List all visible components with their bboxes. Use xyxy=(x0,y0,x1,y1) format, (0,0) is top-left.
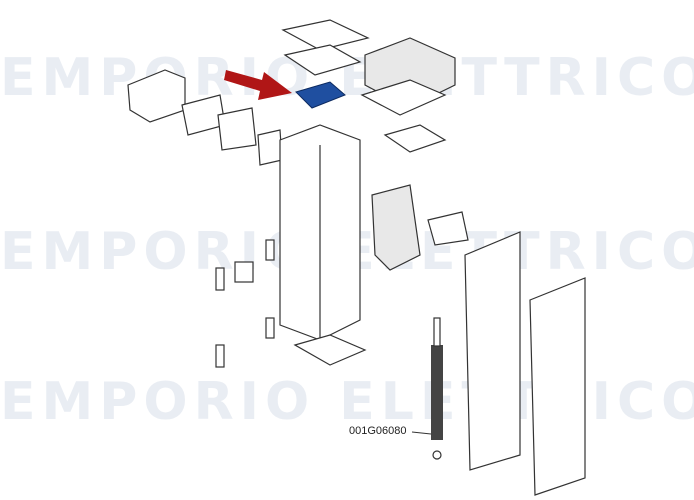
control-box-lid xyxy=(281,19,370,51)
base-plate-part xyxy=(293,334,367,366)
frame-part xyxy=(383,124,447,153)
connector-part xyxy=(265,239,275,261)
bracket-part xyxy=(257,129,283,166)
spring-eye-part xyxy=(432,450,442,460)
switch-part xyxy=(234,261,254,283)
control-box-base xyxy=(283,44,362,76)
side-panel-part xyxy=(464,231,521,471)
spring-part xyxy=(431,345,443,440)
lever-part xyxy=(427,211,469,246)
connector-part xyxy=(215,344,225,368)
red-arrow-icon xyxy=(224,70,292,100)
spring-rod-part xyxy=(433,317,441,347)
side-panel-part xyxy=(529,277,586,496)
connector-part xyxy=(265,317,275,339)
label-leader-line xyxy=(411,431,432,435)
gear-motor-part xyxy=(371,184,421,271)
gasket-part xyxy=(360,79,447,116)
part-number-label: 001G06080 xyxy=(349,425,407,437)
connector-part xyxy=(215,267,225,291)
plate-part xyxy=(217,107,257,151)
control-board-highlighted xyxy=(295,81,346,109)
end-cover-part xyxy=(127,69,186,123)
